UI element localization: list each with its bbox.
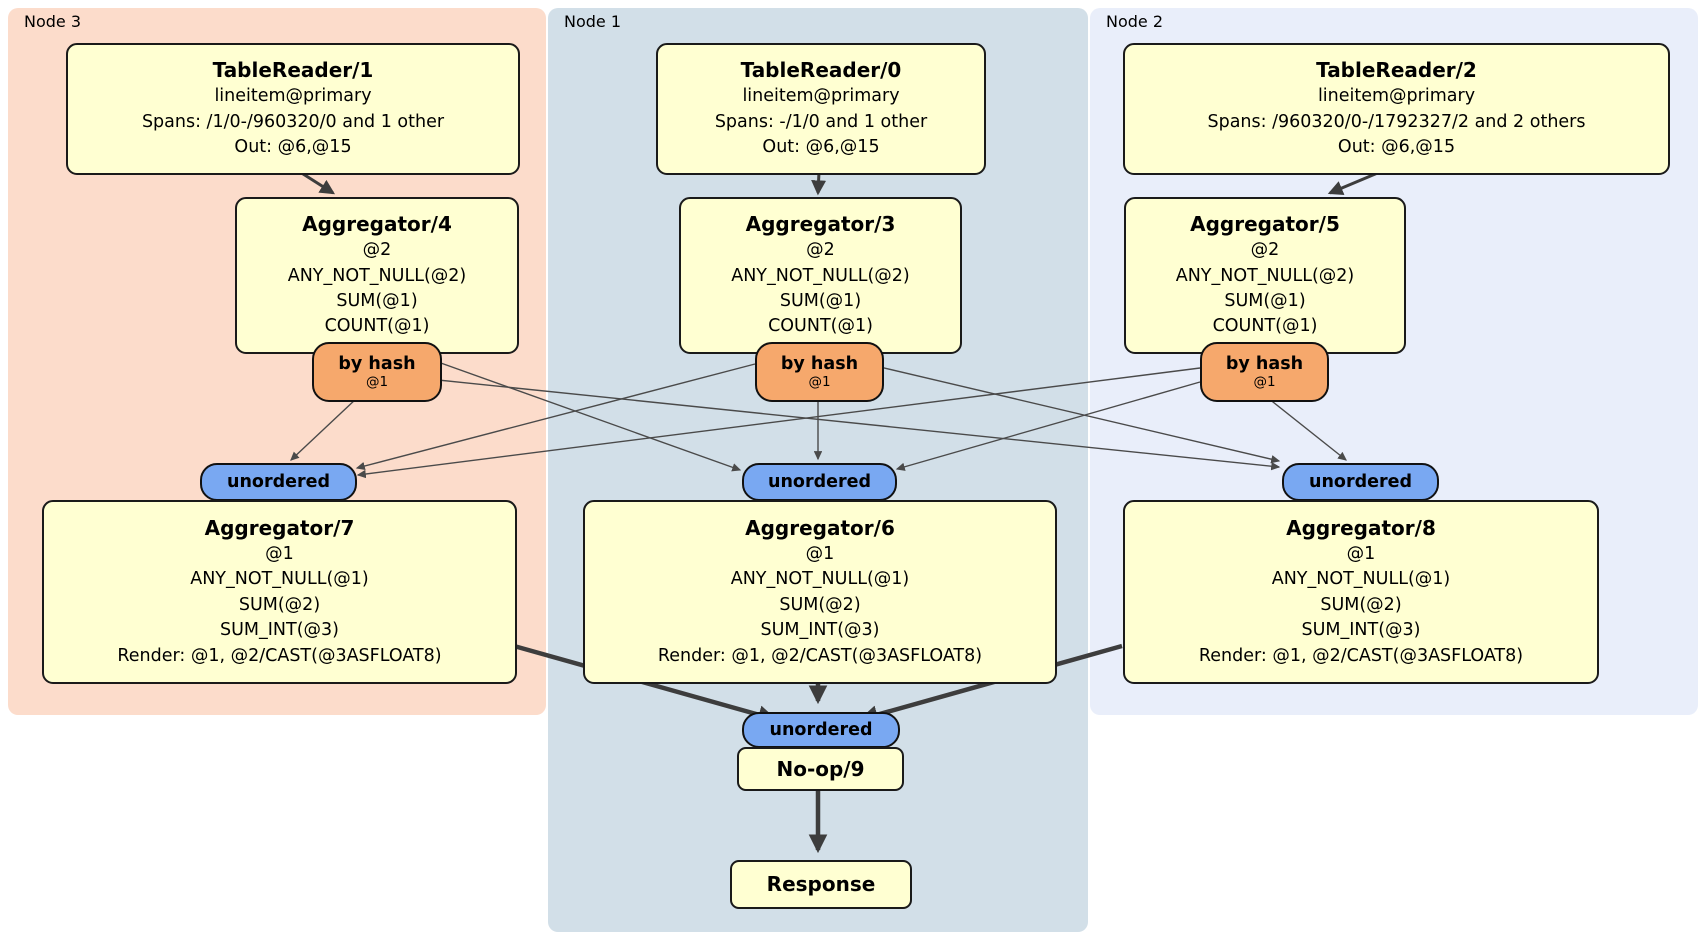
edge-hash4-unordered-mid <box>437 361 742 472</box>
processor-agg-fn: COUNT(@1) <box>768 316 873 337</box>
processor-group-cols: @1 <box>1346 544 1376 565</box>
processor-title: Aggregator/8 <box>1286 516 1436 541</box>
processor-group-cols: @1 <box>805 544 835 565</box>
processor-aggregator-6: Aggregator/6 @1 ANY_NOT_NULL(@1) SUM(@2)… <box>583 500 1057 684</box>
processor-aggregator-3: Aggregator/3 @2 ANY_NOT_NULL(@2) SUM(@1)… <box>679 197 962 354</box>
processor-render: Render: @1, @2/CAST(@3ASFLOAT8) <box>1198 645 1524 666</box>
router-by-hash-node3: by hash @1 <box>312 342 442 402</box>
processor-agg-fn: SUM(@1) <box>336 291 418 311</box>
processor-out: Out: @6,@15 <box>234 137 352 158</box>
processor-agg-fn: SUM(@1) <box>779 291 862 311</box>
processor-title: Aggregator/7 <box>204 516 355 541</box>
processor-agg-fn: SUM_INT(@3) <box>220 620 339 641</box>
stream-label: unordered <box>227 472 330 492</box>
edge-tablereader0-aggregator3 <box>811 171 827 196</box>
processor-agg-fn: COUNT(@1) <box>1212 316 1318 337</box>
router-hash-column: @1 <box>1253 373 1276 390</box>
stream-unordered-node1: unordered <box>742 463 897 501</box>
processor-agg-fn: ANY_NOT_NULL(@1) <box>730 569 910 590</box>
processor-title: TableReader/2 <box>1316 58 1477 83</box>
processor-title: No-op/9 <box>776 756 865 781</box>
edge-hash5-unordered-left <box>356 367 1201 479</box>
processor-agg-fn: SUM_INT(@3) <box>1301 620 1421 641</box>
edge-hash5-unordered-right <box>1267 397 1347 461</box>
processor-aggregator-7: Aggregator/7 @1 ANY_NOT_NULL(@1) SUM(@2)… <box>42 500 517 684</box>
processor-title: TableReader/1 <box>212 58 374 83</box>
edge-hash5-unordered-mid <box>895 381 1201 471</box>
processor-title: Aggregator/3 <box>745 212 896 237</box>
router-label: by hash <box>1225 353 1304 374</box>
processor-index: lineitem@primary <box>214 86 372 107</box>
processor-aggregator-5: Aggregator/5 @2 ANY_NOT_NULL(@2) SUM(@1)… <box>1124 197 1406 354</box>
region-label-node-2: Node 2 <box>1106 12 1164 31</box>
stream-label: unordered <box>768 472 871 492</box>
stream-unordered-final: unordered <box>742 712 900 748</box>
edge-hash4-unordered-right <box>437 379 1281 471</box>
edge-hash3-unordered-left <box>355 363 756 471</box>
processor-agg-fn: SUM(@2) <box>1320 594 1402 615</box>
processor-out: Out: @6,@15 <box>1337 137 1456 158</box>
processor-title: Aggregator/5 <box>1190 212 1340 237</box>
processor-agg-fn: ANY_NOT_NULL(@1) <box>1271 569 1451 590</box>
processor-render: Render: @1, @2/CAST(@3ASFLOAT8) <box>117 645 442 666</box>
processor-index: lineitem@primary <box>1317 86 1476 107</box>
processor-agg-fn: SUM(@1) <box>1224 291 1306 311</box>
processor-tablereader-2: TableReader/2 lineitem@primary Spans: /9… <box>1123 43 1670 175</box>
processor-spans: Spans: /960320/0-/1792327/2 and 2 others <box>1207 111 1586 132</box>
processor-tablereader-0: TableReader/0 lineitem@primary Spans: -/… <box>656 43 986 175</box>
stream-label: unordered <box>1309 472 1412 492</box>
processor-spans: Spans: /1/0-/960320/0 and 1 other <box>141 111 445 132</box>
processor-spans: Spans: -/1/0 and 1 other <box>714 111 928 132</box>
processor-response: Response <box>730 860 912 909</box>
router-label: by hash <box>338 353 416 374</box>
processor-agg-fn: ANY_NOT_NULL(@2) <box>731 265 910 286</box>
router-by-hash-node2: by hash @1 <box>1200 342 1329 402</box>
processor-noop-9: No-op/9 <box>737 747 904 791</box>
processor-render: Render: @1, @2/CAST(@3ASFLOAT8) <box>657 645 983 666</box>
edge-hash3-unordered-right <box>879 366 1281 464</box>
edge-tablereader2-aggregator5 <box>1327 170 1381 196</box>
region-label-node-3: Node 3 <box>24 12 82 31</box>
processor-title: Aggregator/4 <box>302 212 452 237</box>
edge-hash4-unordered-left <box>290 397 358 461</box>
processor-agg-fn: ANY_NOT_NULL(@2) <box>1175 265 1355 286</box>
processor-group-cols: @2 <box>362 240 392 261</box>
router-hash-column: @1 <box>808 373 831 390</box>
processor-aggregator-8: Aggregator/8 @1 ANY_NOT_NULL(@1) SUM(@2)… <box>1123 500 1599 684</box>
processor-agg-fn: SUM(@2) <box>779 594 861 615</box>
stream-unordered-node3: unordered <box>200 463 357 501</box>
processor-agg-fn: SUM_INT(@3) <box>760 620 880 641</box>
router-label: by hash <box>780 353 859 374</box>
processor-agg-fn: SUM(@2) <box>238 594 321 615</box>
processor-group-cols: @2 <box>1250 240 1280 261</box>
processor-group-cols: @1 <box>265 544 294 565</box>
processor-title: Aggregator/6 <box>745 516 895 541</box>
processor-tablereader-1: TableReader/1 lineitem@primary Spans: /1… <box>66 43 520 175</box>
processor-out: Out: @6,@15 <box>762 137 880 158</box>
stream-unordered-node2: unordered <box>1282 463 1439 501</box>
processor-agg-fn: ANY_NOT_NULL(@2) <box>287 265 467 286</box>
processor-title: Response <box>766 872 876 896</box>
region-label-node-1: Node 1 <box>564 12 622 31</box>
processor-agg-fn: COUNT(@1) <box>324 316 430 337</box>
stream-label: unordered <box>769 720 873 740</box>
processor-agg-fn: ANY_NOT_NULL(@1) <box>190 569 369 590</box>
processor-group-cols: @2 <box>806 240 835 261</box>
processor-title: TableReader/0 <box>740 58 902 83</box>
processor-aggregator-4: Aggregator/4 @2 ANY_NOT_NULL(@2) SUM(@1)… <box>235 197 519 354</box>
router-hash-column: @1 <box>365 373 389 390</box>
edge-tablereader1-aggregator4 <box>299 170 336 195</box>
processor-index: lineitem@primary <box>742 86 900 107</box>
router-by-hash-node1: by hash @1 <box>755 342 884 402</box>
